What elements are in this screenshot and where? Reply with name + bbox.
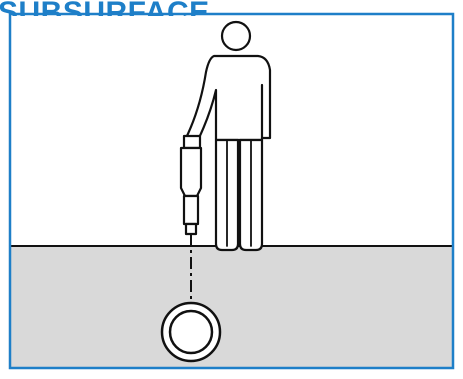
ground-area xyxy=(11,246,452,367)
person-torso xyxy=(185,56,270,140)
pipe-inner xyxy=(170,311,212,353)
locator-shaft xyxy=(184,196,198,224)
person-hand xyxy=(184,136,200,148)
buried-pipe-cross-section-icon xyxy=(162,303,220,361)
locator-foot xyxy=(186,224,196,234)
locator-body xyxy=(181,148,201,196)
person-head xyxy=(222,22,250,50)
person-with-locator-icon xyxy=(181,22,270,250)
